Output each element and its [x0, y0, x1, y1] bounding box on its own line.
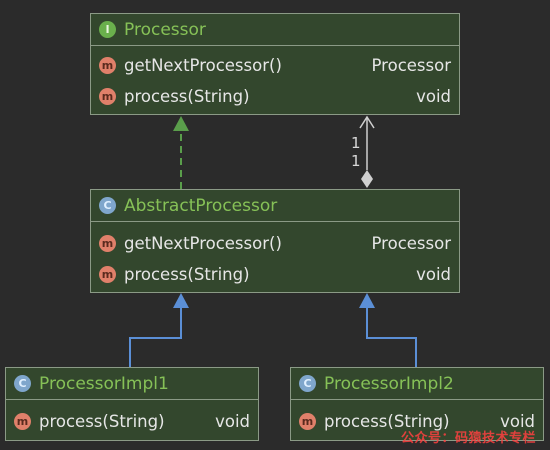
class-name: AbstractProcessor: [124, 195, 278, 216]
return-type: Processor: [371, 56, 451, 75]
method-icon: m: [14, 413, 31, 430]
multiplicity-bottom: 1: [351, 152, 361, 170]
class-processor-impl2[interactable]: C ProcessorImpl2 m process(String) void: [290, 367, 544, 441]
method-row[interactable]: m process(String) void: [291, 406, 543, 437]
class-name: ProcessorImpl1: [39, 373, 169, 394]
method-name: process(String): [124, 265, 250, 284]
method-icon: m: [99, 266, 116, 283]
class-icon: C: [99, 197, 116, 214]
watermark: 公众号：码猿技术专栏: [400, 431, 536, 446]
method-icon: m: [99, 235, 116, 252]
return-type: void: [500, 412, 535, 431]
realization-arrowhead: [173, 116, 189, 131]
return-type: Processor: [371, 234, 451, 253]
class-name: Processor: [124, 19, 206, 40]
interface-icon: I: [99, 21, 116, 38]
class-name: ProcessorImpl2: [324, 373, 454, 394]
aggregation-diamond: [361, 170, 373, 188]
multiplicity-top: 1: [351, 134, 361, 152]
class-header: C AbstractProcessor: [91, 190, 459, 222]
inheritance-arrowhead-impl1: [173, 293, 189, 308]
class-header: C ProcessorImpl1: [6, 368, 258, 400]
association-arrowhead: [359, 115, 375, 129]
method-row[interactable]: m process(String) void: [91, 259, 459, 290]
class-header: I Processor: [91, 14, 459, 46]
class-processor-impl1[interactable]: C ProcessorImpl1 m process(String) void: [5, 367, 259, 441]
method-icon: m: [99, 88, 116, 105]
method-icon: m: [299, 413, 316, 430]
class-processor[interactable]: I Processor m getNextProcessor() Process…: [90, 13, 460, 115]
return-type: void: [416, 265, 451, 284]
inheritance-arrowhead-impl2: [359, 293, 375, 308]
method-name: process(String): [124, 87, 250, 106]
class-icon: C: [14, 375, 31, 392]
method-row[interactable]: m process(String) void: [6, 406, 258, 437]
method-row[interactable]: m process(String) void: [91, 81, 459, 112]
method-name: getNextProcessor(): [124, 234, 282, 253]
return-type: void: [416, 87, 451, 106]
method-name: process(String): [324, 412, 450, 431]
method-row[interactable]: m getNextProcessor() Processor: [91, 50, 459, 81]
class-header: C ProcessorImpl2: [291, 368, 543, 400]
method-icon: m: [99, 57, 116, 74]
return-type: void: [215, 412, 250, 431]
class-abstract-processor[interactable]: C AbstractProcessor m getNextProcessor()…: [90, 189, 460, 293]
class-icon: C: [299, 375, 316, 392]
method-name: process(String): [39, 412, 165, 431]
method-row[interactable]: m getNextProcessor() Processor: [91, 228, 459, 259]
inheritance-line-impl1: [129, 307, 182, 367]
inheritance-line-impl2: [366, 307, 417, 367]
method-name: getNextProcessor(): [124, 56, 282, 75]
